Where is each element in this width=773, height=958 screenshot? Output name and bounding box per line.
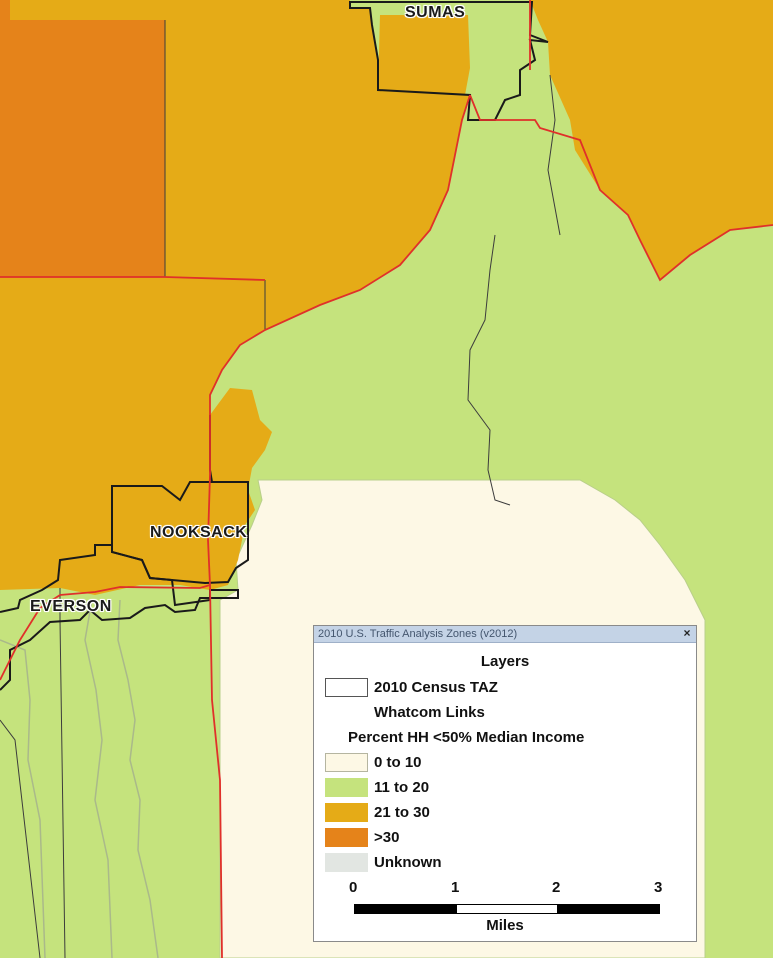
- city-label-sumas: SUMAS: [405, 4, 466, 21]
- legend-class-label: 21 to 30: [374, 804, 430, 821]
- city-label-everson: EVERSON: [30, 598, 112, 615]
- zone-21-to-30-sumas: [378, 15, 470, 95]
- scale-segment-0-1: [354, 904, 456, 914]
- legend-links-label: Whatcom Links: [374, 704, 485, 721]
- scale-tick-1: 1: [451, 879, 460, 896]
- legend-swatch-unknown: [325, 853, 368, 872]
- legend-swatch-taz: [325, 678, 368, 697]
- legend-titlebar[interactable]: 2010 U.S. Traffic Analysis Zones (v2012)…: [314, 626, 696, 643]
- stream-line-3: [0, 639, 46, 958]
- legend-layers-header: Layers: [480, 653, 530, 670]
- scale-segment-1-2: [456, 904, 558, 914]
- legend-class-label: 0 to 10: [374, 754, 422, 771]
- stream-line: [117, 599, 159, 958]
- legend-taz-label: 2010 Census TAZ: [374, 679, 498, 696]
- scale-tick-0: 0: [349, 879, 358, 896]
- legend-swatch-21-to-30: [325, 803, 368, 822]
- legend-class-label: Unknown: [374, 854, 442, 871]
- zone-21-to-30-north-east: [530, 0, 773, 280]
- scale-tick-3: 3: [654, 879, 663, 896]
- legend-income-header: Percent HH <50% Median Income: [348, 729, 585, 746]
- scale-tick-2: 2: [552, 879, 561, 896]
- scale-segment-2-3: [558, 904, 660, 914]
- legend-swatch-0-to-10: [325, 753, 368, 772]
- stream-line-2: [84, 599, 113, 958]
- zone-21-to-30-north: [0, 0, 470, 595]
- close-icon[interactable]: ×: [683, 626, 691, 640]
- legend-window-title: 2010 U.S. Traffic Analysis Zones (v2012): [318, 628, 518, 640]
- legend-swatch-over-30: [325, 828, 368, 847]
- city-label-nooksack: NOOKSACK: [150, 524, 248, 541]
- legend-swatch-11-to-20: [325, 778, 368, 797]
- legend-class-label: 11 to 20: [374, 779, 430, 796]
- scale-unit-label: Miles: [486, 917, 524, 934]
- zone-over-30: [0, 0, 165, 277]
- legend-class-label: >30: [374, 829, 400, 846]
- legend-panel[interactable]: 2010 U.S. Traffic Analysis Zones (v2012)…: [313, 625, 697, 942]
